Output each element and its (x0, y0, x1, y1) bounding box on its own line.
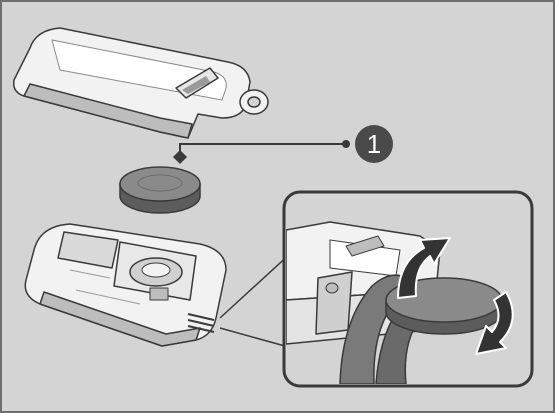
callout-badge: 1 (355, 125, 393, 163)
rotate-arrow-down-icon (475, 291, 514, 355)
callout-number: 1 (367, 129, 381, 159)
open-fob-base-icon (24, 223, 227, 347)
inset-pointer (219, 251, 293, 349)
callout-leader (173, 140, 350, 164)
rotate-arrow-up-icon (397, 237, 451, 299)
detail-inset (282, 190, 534, 388)
coin-battery-icon (119, 166, 201, 214)
key-fob-cover-icon (12, 27, 269, 139)
